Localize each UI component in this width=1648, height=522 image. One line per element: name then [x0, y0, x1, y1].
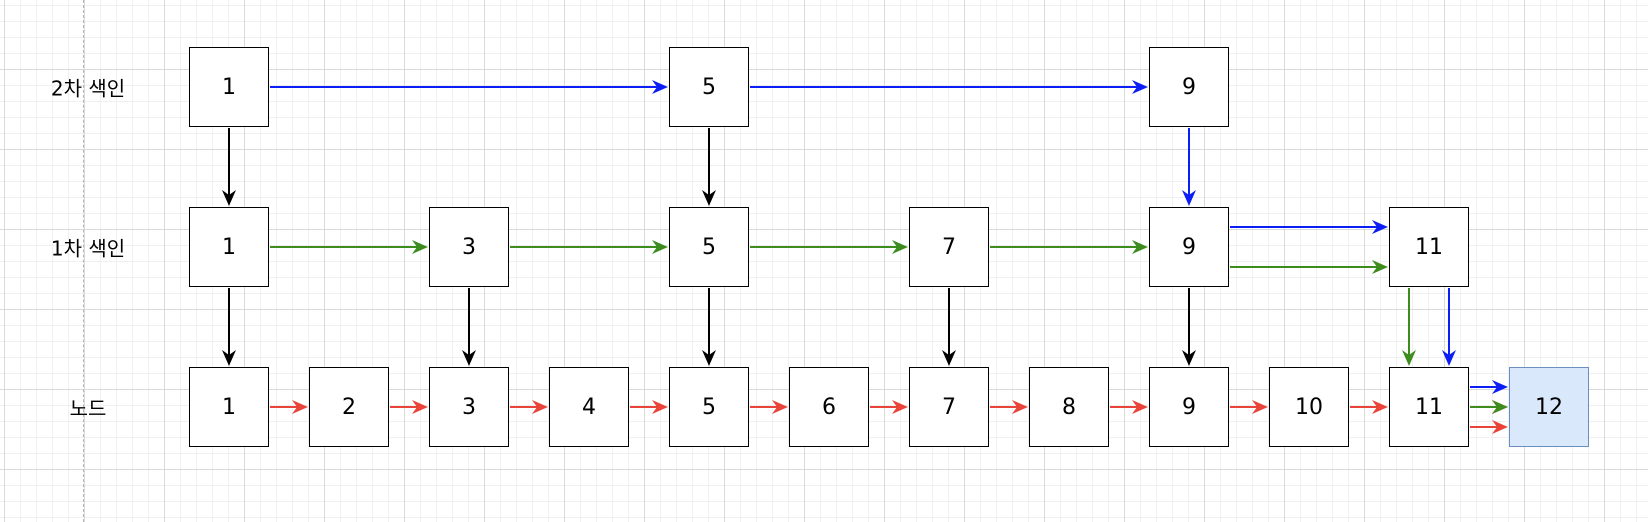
primary-index-node[interactable]: 11	[1389, 207, 1469, 287]
down-link-arrowhead	[942, 350, 956, 366]
primary-index-node[interactable]: 5	[669, 207, 749, 287]
primary-to-new-link-arrowhead	[1372, 260, 1388, 274]
list-node[interactable]: 11	[1389, 367, 1469, 447]
list-node[interactable]: 6	[789, 367, 869, 447]
node-link-arrowhead	[1132, 400, 1148, 414]
row-label-secondary-index: 2차 색인	[50, 76, 126, 101]
primary-link-arrowhead	[412, 240, 428, 254]
row-label-primary-index: 1차 색인	[50, 236, 126, 261]
down-link-arrowhead	[462, 350, 476, 366]
row-label-nodes: 노드	[69, 396, 107, 421]
secondary-index-node[interactable]: 1	[189, 47, 269, 127]
list-node[interactable]: 4	[549, 367, 629, 447]
new-list-node[interactable]: 12	[1509, 367, 1589, 447]
secondary-down-link-arrowhead	[1182, 190, 1196, 206]
down-link-arrowhead	[1182, 350, 1196, 366]
node-link-arrowhead	[292, 400, 308, 414]
list-node[interactable]: 1	[189, 367, 269, 447]
new-node-link-arrowhead	[1492, 380, 1508, 394]
secondary-to-new-link-arrowhead	[1372, 220, 1388, 234]
down-link-arrowhead	[702, 190, 716, 206]
primary-link-arrowhead	[1132, 240, 1148, 254]
new-node-link-arrowhead	[1492, 400, 1508, 414]
list-node[interactable]: 3	[429, 367, 509, 447]
list-node[interactable]: 9	[1149, 367, 1229, 447]
primary-index-node[interactable]: 9	[1149, 207, 1229, 287]
node-link-arrowhead	[892, 400, 908, 414]
primary-index-node[interactable]: 3	[429, 207, 509, 287]
secondary-down-link-arrowhead	[1442, 350, 1456, 366]
primary-down-link-arrowhead	[1402, 350, 1416, 366]
guide-dashed-line	[83, 0, 84, 522]
secondary-link-arrowhead	[1132, 80, 1148, 94]
list-node[interactable]: 2	[309, 367, 389, 447]
primary-index-node[interactable]: 1	[189, 207, 269, 287]
down-link-arrowhead	[222, 350, 236, 366]
node-link-arrowhead	[412, 400, 428, 414]
node-link-arrowhead	[532, 400, 548, 414]
primary-link-arrowhead	[892, 240, 908, 254]
node-link-arrowhead	[1012, 400, 1028, 414]
primary-index-node[interactable]: 7	[909, 207, 989, 287]
list-node[interactable]: 8	[1029, 367, 1109, 447]
node-link-arrowhead	[1372, 400, 1388, 414]
secondary-link-arrowhead	[652, 80, 668, 94]
secondary-index-node[interactable]: 9	[1149, 47, 1229, 127]
down-link-arrowhead	[702, 350, 716, 366]
node-link-arrowhead	[652, 400, 668, 414]
node-link-arrowhead	[772, 400, 788, 414]
node-link-arrowhead	[1252, 400, 1268, 414]
down-link-arrowhead	[222, 190, 236, 206]
new-node-link-arrowhead	[1492, 420, 1508, 434]
list-node[interactable]: 5	[669, 367, 749, 447]
list-node[interactable]: 10	[1269, 367, 1349, 447]
primary-link-arrowhead	[652, 240, 668, 254]
list-node[interactable]: 7	[909, 367, 989, 447]
secondary-index-node[interactable]: 5	[669, 47, 749, 127]
